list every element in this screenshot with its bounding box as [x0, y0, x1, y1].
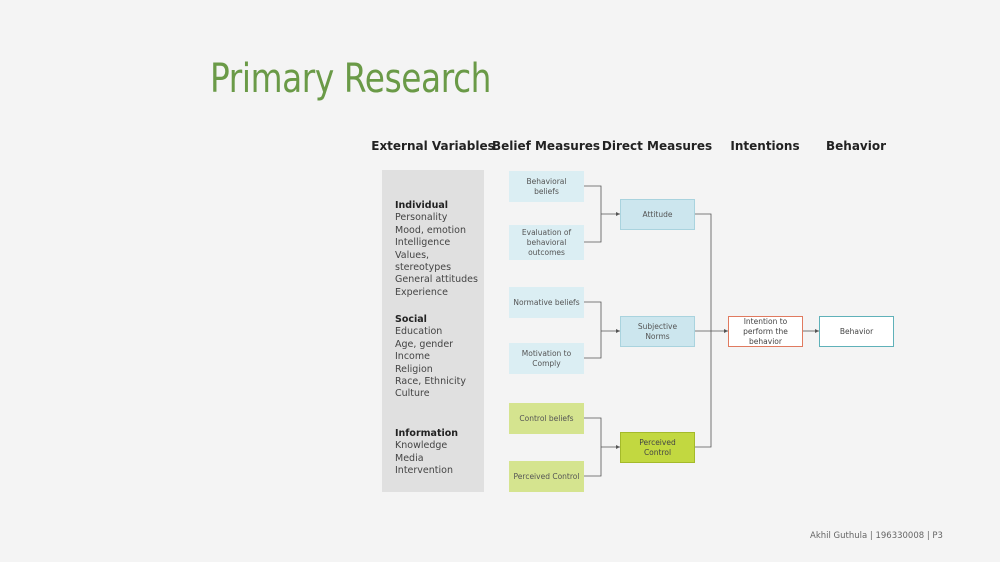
group-item: Intelligence: [395, 237, 451, 249]
connector-normative-motivation: [584, 301, 602, 359]
header-behavior: Behavior: [825, 139, 887, 153]
group-item: Mood, emotion: [395, 224, 466, 236]
group-title: Information: [395, 428, 459, 439]
slide-title: Primary Research: [210, 56, 492, 102]
header-direct-measures: Direct Measures: [601, 139, 713, 153]
group-item: Experience: [395, 286, 448, 298]
group-information: Information Knowledge Media Intervention: [395, 428, 458, 478]
node-control-beliefs: Control beliefs: [509, 403, 584, 434]
slide-footer: Akhil Guthula | 196330008 | P3: [810, 531, 943, 541]
group-item: Intervention: [395, 465, 453, 477]
group-item: Age, gender: [395, 338, 454, 350]
node-behavioral-beliefs: Behavioral beliefs: [509, 171, 584, 202]
header-belief-measures: Belief Measures: [491, 139, 601, 153]
group-item: Income: [395, 351, 430, 363]
node-attitude: Attitude: [620, 199, 695, 230]
group-title: Social: [395, 314, 427, 325]
connector-behavioral-evaluation: [584, 185, 602, 243]
connector-control-perceived: [584, 417, 602, 477]
group-item: Education: [395, 326, 443, 338]
node-perceived-control: Perceived Control: [620, 432, 695, 463]
group-title: Individual: [395, 200, 449, 211]
node-subjective-norms: Subjective Norms: [620, 316, 695, 347]
node-behavior: Behavior: [819, 316, 894, 347]
group-item: Knowledge: [395, 440, 448, 452]
node-perceived-control-belief: Perceived Control: [509, 461, 584, 492]
node-motivation-to-comply: Motivation to Comply: [509, 343, 584, 374]
group-item: Race, Ethnicity: [395, 376, 466, 388]
node-intention: Intention to perform the behavior: [728, 316, 803, 347]
group-item: Media: [395, 452, 424, 464]
group-social: Social Education Age, gender Income Reli…: [395, 314, 466, 401]
group-item: Values, stereotypes: [395, 249, 452, 274]
header-external-variables: External Variables: [371, 139, 495, 153]
group-individual: Individual Personality Mood, emotion Int…: [395, 200, 484, 299]
header-intentions: Intentions: [730, 139, 800, 153]
connector-direct-measures: [695, 213, 712, 448]
external-variables-panel: Individual Personality Mood, emotion Int…: [382, 170, 484, 492]
node-normative-beliefs: Normative beliefs: [509, 287, 584, 318]
group-item: Religion: [395, 363, 433, 375]
node-evaluation-of-behavioral-outcomes: Evaluation of behavioral outcomes: [509, 225, 584, 260]
group-item: Culture: [395, 388, 430, 400]
group-item: Personality: [395, 212, 448, 224]
group-item: General attitudes: [395, 274, 478, 286]
